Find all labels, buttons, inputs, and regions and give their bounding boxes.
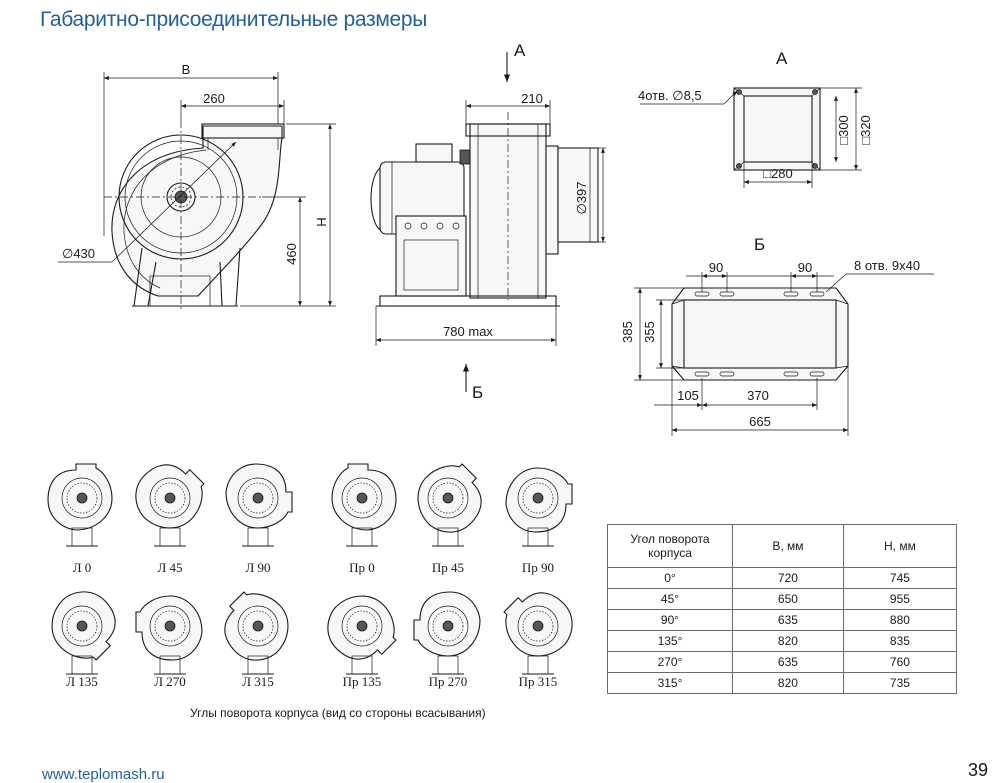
view-B: Б 90 90 8 отв. 9x40 — [620, 235, 934, 436]
rotation-label: Пр 45 — [432, 560, 464, 575]
table-row: 0° 720 745 — [607, 567, 958, 589]
table-cell: 90° — [607, 609, 733, 631]
rotation-variant: Л 135 — [51, 591, 116, 689]
view-B-105: 105 — [677, 388, 699, 403]
arrow-A-label: A — [514, 41, 526, 60]
table-cell: 270° — [607, 651, 733, 673]
rotation-variant: Пр 135 — [327, 595, 397, 689]
dim-460: 460 — [284, 243, 299, 265]
rotation-variant: Пр 270 — [413, 591, 481, 689]
rotation-variant: Л 270 — [135, 595, 203, 689]
view-A-320: □320 — [858, 115, 873, 145]
table-cell: 745 — [842, 567, 958, 589]
table-cell: 650 — [732, 588, 844, 610]
table-cell: 955 — [842, 588, 958, 610]
view-B-holes: 8 отв. 9x40 — [854, 258, 920, 273]
view-B-385: 385 — [620, 321, 635, 343]
view-A-280: □280 — [763, 166, 793, 181]
dim-d430: ∅430 — [62, 246, 95, 261]
table-row: 45° 650 955 — [607, 588, 958, 610]
side-view: 210 ∅397 780 max A Б — [370, 41, 606, 402]
arrow-B-label: Б — [472, 383, 483, 402]
table-row: 270° 635 760 — [607, 651, 958, 673]
rotation-variant: Пр 90 — [505, 467, 573, 575]
table-header-angle: Угол поворота корпуса — [607, 524, 733, 568]
view-A: A 4отв. ∅8,5 □300 □320 □280 — [638, 49, 873, 188]
table-cell: 635 — [732, 609, 844, 631]
dim-780: 780 max — [443, 324, 493, 339]
table-cell: 820 — [732, 672, 844, 694]
view-B-370: 370 — [747, 388, 769, 403]
rotation-label: Пр 270 — [429, 674, 468, 689]
rotation-label: Пр 315 — [519, 674, 558, 689]
view-B-355: 355 — [642, 321, 657, 343]
table-cell: 735 — [842, 672, 958, 694]
rotation-variant: Пр 315 — [503, 592, 573, 689]
dim-H: H — [314, 217, 329, 226]
page-number: 39 — [968, 760, 989, 780]
table-header-row: Угол поворота корпуса B, мм H, мм — [607, 524, 958, 568]
footer-url[interactable]: www.teplomash.ru — [42, 766, 165, 783]
view-B-665: 665 — [749, 414, 771, 429]
rotation-label: Пр 135 — [343, 674, 382, 689]
dim-d397: ∅397 — [574, 181, 589, 214]
rotation-label: Л 270 — [154, 674, 186, 689]
front-view: B 260 H 460 ∅430 — [58, 62, 336, 312]
rotation-variant: Л 0 — [47, 463, 113, 575]
dim-210: 210 — [521, 91, 543, 106]
rotation-label: Л 45 — [157, 560, 182, 575]
table-row: 315° 820 735 — [607, 672, 958, 694]
table-header-B: B, мм — [732, 524, 844, 568]
view-A-300: □300 — [836, 115, 851, 145]
rotation-variant: Л 315 — [224, 591, 289, 689]
view-B-90b: 90 — [798, 260, 812, 275]
rotation-caption: Углы поворота корпуса (вид со стороны вс… — [190, 706, 486, 720]
table-cell: 720 — [732, 567, 844, 589]
rotation-label: Л 0 — [73, 560, 92, 575]
view-A-holes: 4отв. ∅8,5 — [638, 88, 702, 103]
rotation-label: Пр 90 — [522, 560, 554, 575]
table-row: 90° 635 880 — [607, 609, 958, 631]
view-B-title: Б — [754, 235, 765, 254]
rotation-label: Пр 0 — [349, 560, 375, 575]
rotation-label: Л 315 — [242, 674, 274, 689]
page-heading: Габаритно-присоединительные размеры — [40, 8, 428, 31]
table-cell: 835 — [842, 630, 958, 652]
table-cell: 760 — [842, 651, 958, 673]
rotation-variant: Л 90 — [225, 463, 293, 575]
table-cell: 635 — [732, 651, 844, 673]
rotation-variant: Пр 45 — [417, 463, 482, 575]
table-row: 135° 820 835 — [607, 630, 958, 652]
table-cell: 315° — [607, 672, 733, 694]
table-cell: 880 — [842, 609, 958, 631]
rotation-label: Л 90 — [245, 560, 270, 575]
table-cell: 135° — [607, 630, 733, 652]
rotation-variant: Пр 0 — [331, 463, 397, 575]
rotation-label: Л 135 — [66, 674, 98, 689]
rotation-variants: Л 0 Л 45 Л 90 Пр 0 Пр 45 Пр 90 Л 135 Л 270 Л 315… — [47, 463, 573, 689]
table-cell: 820 — [732, 630, 844, 652]
table-cell: 0° — [607, 567, 733, 589]
table-cell: 45° — [607, 588, 733, 610]
rotation-variant: Л 45 — [135, 464, 205, 575]
dim-B: B — [182, 62, 191, 77]
dimensions-table: Угол поворота корпуса B, мм H, мм 0° 720… — [607, 524, 958, 694]
table-header-H: H, мм — [842, 524, 958, 568]
dim-260: 260 — [203, 91, 225, 106]
view-A-title: A — [776, 49, 788, 68]
view-B-90a: 90 — [709, 260, 723, 275]
